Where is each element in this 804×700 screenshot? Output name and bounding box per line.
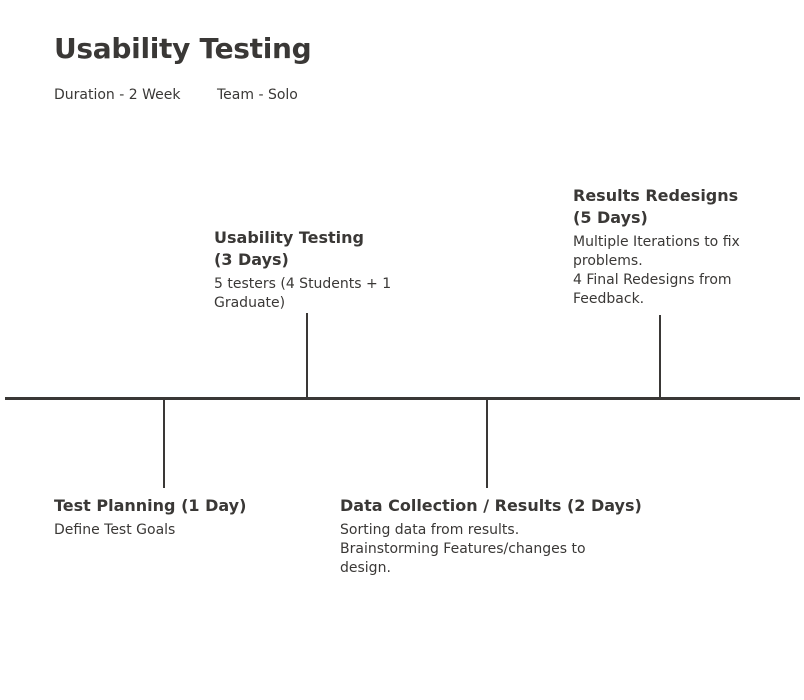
event-description: Define Test Goals <box>54 522 176 538</box>
timeline-event-results-redesigns: Results Redesigns (5 Days) Multiple Iter… <box>573 185 798 309</box>
timeline-axis <box>5 397 800 400</box>
team-label: Team - Solo <box>217 87 298 103</box>
event-title: Usability Testing (3 Days) <box>214 228 365 269</box>
event-description: 5 testers (4 Students + 1 Graduate) <box>214 276 392 311</box>
timeline-connector-test-planning <box>163 398 165 488</box>
timeline-event-usability-testing: Usability Testing (3 Days) 5 testers (4 … <box>214 227 414 313</box>
event-title: Test Planning (1 Day) <box>54 496 247 515</box>
timeline-event-data-collection: Data Collection / Results (2 Days) Sorti… <box>340 495 660 578</box>
event-description: Multiple Iterations to fix problems. 4 F… <box>573 234 740 307</box>
page-title: Usability Testing <box>54 32 312 65</box>
timeline-connector-data-collection <box>486 398 488 488</box>
event-title: Data Collection / Results (2 Days) <box>340 496 642 515</box>
event-description: Sorting data from results. Brainstorming… <box>340 522 586 576</box>
event-title: Results Redesigns (5 Days) <box>573 186 739 227</box>
timeline-connector-results-redesigns <box>659 315 661 399</box>
timeline-connector-usability-testing <box>306 313 308 399</box>
timeline-event-test-planning: Test Planning (1 Day) Define Test Goals <box>54 495 314 540</box>
duration-label: Duration - 2 Week <box>54 87 181 103</box>
